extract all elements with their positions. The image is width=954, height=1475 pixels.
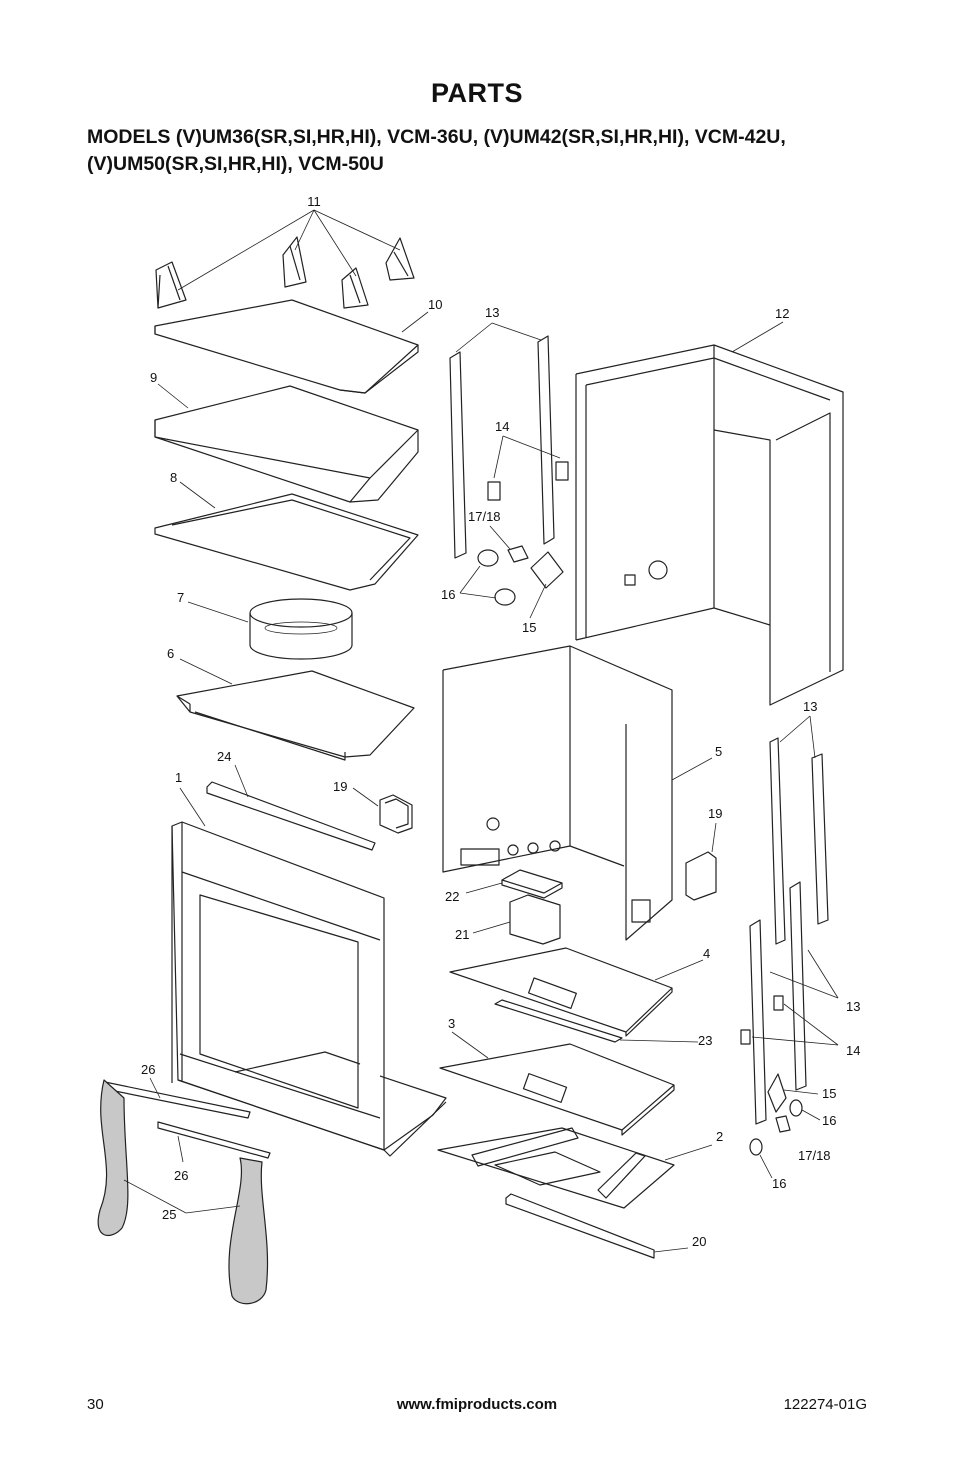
- callout-14-lower: 14: [846, 1043, 860, 1058]
- callout-9: 9: [150, 370, 157, 385]
- callout-13-lower: 13: [846, 999, 860, 1014]
- callout-8: 8: [170, 470, 177, 485]
- callout-21: 21: [455, 927, 469, 942]
- callout-24: 24: [217, 749, 231, 764]
- callout-19-left: 19: [333, 779, 347, 794]
- callout-15-upper: 15: [522, 620, 536, 635]
- callout-3: 3: [448, 1016, 455, 1031]
- callout-26-lower: 26: [174, 1168, 188, 1183]
- document-number: 122274-01G: [783, 1396, 867, 1413]
- part-3-base-plate: [439, 1031, 675, 1136]
- callout-17-18-lower: 17/18: [798, 1148, 831, 1163]
- part-13-rails-upper: [449, 322, 555, 559]
- callout-1: 1: [175, 770, 182, 785]
- callout-26-upper: 26: [141, 1062, 155, 1077]
- part-6-deflector: [176, 658, 415, 761]
- part-11-leaders: [177, 209, 401, 291]
- callout-7: 7: [177, 590, 184, 605]
- part-12-outer-casing: [575, 321, 844, 706]
- callout-13-right: 13: [803, 699, 817, 714]
- callout-4: 4: [703, 946, 710, 961]
- part-20: [505, 1193, 689, 1259]
- part-10-top-plate: [154, 299, 429, 394]
- callout-19-right: 19: [708, 806, 722, 821]
- part-8-pan: [154, 481, 419, 591]
- part-4-burner-plate: [449, 947, 704, 1037]
- callout-16-upper: 16: [441, 587, 455, 602]
- callout-12: 12: [775, 306, 789, 321]
- part-23: [494, 999, 699, 1043]
- part-11-brackets: [155, 236, 415, 309]
- subtitle-line-1: MODELS (V)UM36(SR,SI,HR,HI), VCM-36U, (V…: [87, 126, 786, 148]
- callout-13-upper: 13: [485, 305, 499, 320]
- models-subtitle: MODELS (V)UM36(SR,SI,HR,HI), VCM-36U, (V…: [87, 124, 887, 178]
- parts-21-22: [465, 869, 563, 945]
- website-link[interactable]: www.fmiproducts.com: [396, 1396, 558, 1413]
- callout-20: 20: [692, 1234, 706, 1249]
- part-9-insulation: [154, 383, 419, 503]
- callout-23: 23: [698, 1033, 712, 1048]
- callout-17-18-upper: 17/18: [468, 509, 501, 524]
- part-7-ring: [187, 598, 353, 660]
- parts-13-14-15-16-17-lower: [740, 715, 839, 1179]
- callout-22: 22: [445, 889, 459, 904]
- callout-14-upper: 14: [495, 419, 509, 434]
- part-2-bottom-tray: [437, 1127, 713, 1209]
- parts-15-16-17-upper: [459, 525, 564, 619]
- part-19-left: [352, 787, 413, 834]
- parts-25-26: [97, 1077, 271, 1305]
- page-number: 30: [87, 1396, 104, 1413]
- page-title: PARTS: [430, 78, 523, 108]
- callout-25: 25: [162, 1207, 176, 1222]
- callout-16-right: 16: [822, 1113, 836, 1128]
- callout-15-lower: 15: [822, 1086, 836, 1101]
- callout-11: 11: [307, 194, 321, 209]
- callout-5: 5: [715, 744, 722, 759]
- callout-10: 10: [428, 297, 442, 312]
- part-24: [206, 764, 376, 851]
- callout-6: 6: [167, 646, 174, 661]
- part-19-right: [685, 822, 717, 901]
- part-14-clips: [487, 435, 569, 501]
- callout-2: 2: [716, 1129, 723, 1144]
- subtitle-line-2: (V)UM50(SR,SI,HR,HI), VCM-50U: [87, 153, 384, 175]
- part-1-firebox: [171, 787, 447, 1157]
- callout-labels: 11 10 9 8 7 6 24 1 19 13 12 14 17/18 16 …: [141, 194, 860, 1249]
- part-5-inner-box: [442, 645, 713, 941]
- callout-16-lower: 16: [772, 1176, 786, 1191]
